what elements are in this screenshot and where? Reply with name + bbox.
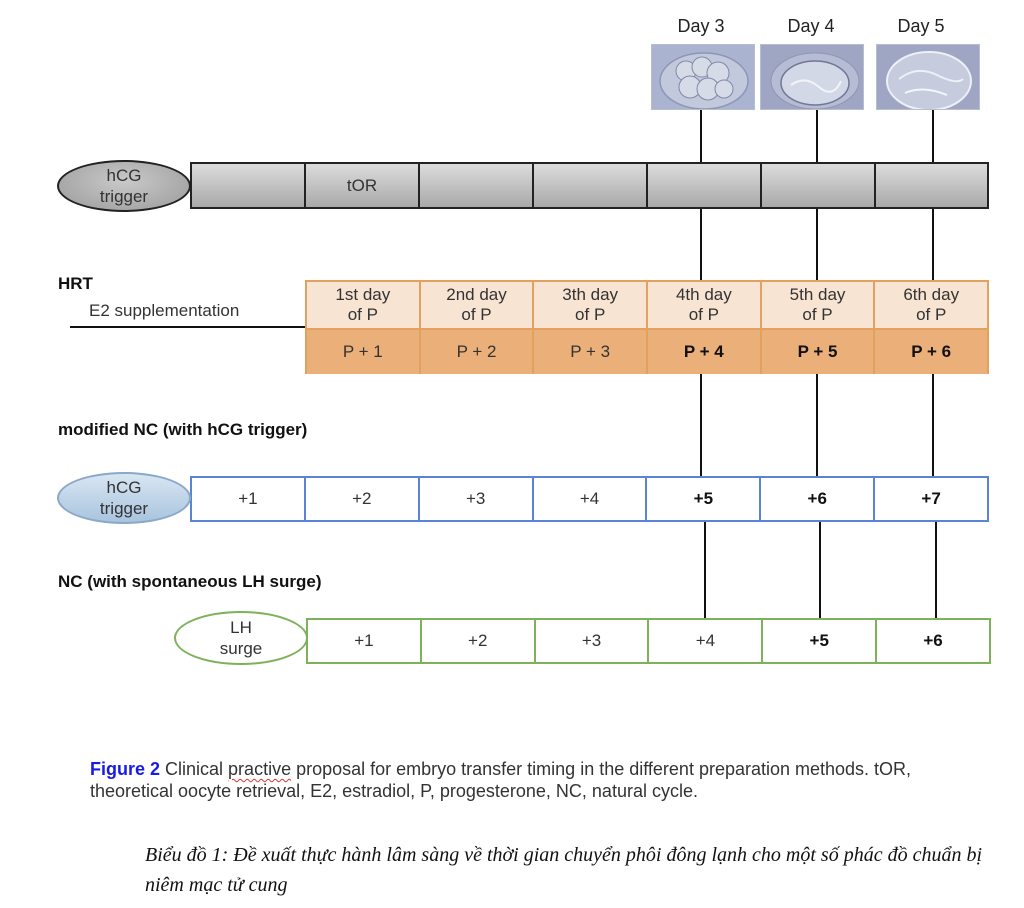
modified-nc-title: modified NC (with hCG trigger) bbox=[58, 420, 308, 439]
embryo-day4-image bbox=[760, 44, 864, 110]
gray-cell bbox=[876, 164, 987, 207]
mnc-cell: +7 bbox=[921, 489, 941, 508]
nc-row: +1 +2 +3 +4 +5 +6 bbox=[306, 618, 991, 664]
day-3-label: Day 3 bbox=[677, 16, 725, 36]
embryo-day3-image bbox=[651, 44, 755, 110]
hrt-p-row: P + 1 P + 2 P + 3 P + 4 P + 5 P + 6 bbox=[307, 330, 987, 374]
nc-cell: +1 bbox=[308, 620, 422, 662]
nc-cell: +5 bbox=[763, 620, 878, 662]
day-4-label: Day 4 bbox=[787, 16, 835, 36]
ellipse-text-line1: LH bbox=[230, 618, 252, 637]
ellipse-text-line2: surge bbox=[219, 639, 263, 658]
hrt-p-cell: P + 2 bbox=[421, 330, 535, 374]
stimulated-cycle-bar: tOR bbox=[190, 162, 989, 209]
hrt-p-cell: P + 3 bbox=[534, 330, 649, 374]
mnc-cell: +1 bbox=[192, 478, 306, 520]
embryo-day5-image bbox=[876, 44, 980, 110]
p5-to-mnc-line bbox=[816, 373, 818, 476]
hrt-p-cell: P + 6 bbox=[911, 342, 952, 361]
mnc-cell: +4 bbox=[534, 478, 648, 520]
hcg-trigger-ellipse-blue: hCG trigger bbox=[57, 472, 191, 524]
figure-label: Figure 2 bbox=[90, 759, 161, 779]
mnc-cell: +2 bbox=[306, 478, 420, 520]
nc-cell: +3 bbox=[536, 620, 650, 662]
hrt-p-cell: P + 1 bbox=[307, 330, 421, 374]
gray-cell bbox=[192, 164, 306, 207]
gray-cell bbox=[420, 164, 534, 207]
mnc-to-nc-line-3 bbox=[935, 521, 937, 618]
mnc-cell: +5 bbox=[647, 478, 762, 520]
nc-title: NC (with spontaneous LH surge) bbox=[58, 572, 322, 591]
mnc-cell: +6 bbox=[761, 478, 876, 520]
hrt-p-cell: P + 4 bbox=[648, 330, 762, 374]
e2-supplementation-label: E2 supplementation bbox=[89, 301, 240, 320]
hrt-title: HRT bbox=[58, 274, 93, 293]
gray-cell bbox=[648, 164, 762, 207]
mnc-to-nc-line-2 bbox=[819, 521, 821, 618]
hrt-p-cell: P + 5 bbox=[762, 330, 876, 374]
lh-surge-ellipse: LH surge bbox=[174, 611, 308, 665]
p4-to-mnc-line bbox=[700, 373, 702, 476]
day-5-label: Day 5 bbox=[897, 16, 945, 36]
ellipse-text-line1: hCG bbox=[106, 478, 142, 497]
gray-cell bbox=[762, 164, 876, 207]
caption-text-after: proposal for embryo transfer timing in t… bbox=[90, 759, 912, 801]
ellipse-text-line1: hCG bbox=[106, 166, 142, 185]
nc-cell: +4 bbox=[649, 620, 764, 662]
gray-cell bbox=[534, 164, 648, 207]
p6-to-mnc-line bbox=[932, 373, 934, 476]
caption-text-before: Clinical bbox=[160, 759, 229, 779]
misspelled-word: practive bbox=[228, 759, 292, 779]
hcg-trigger-ellipse-gray: hCG trigger bbox=[57, 160, 191, 212]
modified-nc-row: +1 +2 +3 +4 +5 +6 +7 bbox=[190, 476, 989, 522]
figure-caption: Figure 2 Clinical practive proposal for … bbox=[90, 758, 970, 802]
vietnamese-caption: Biểu đồ 1: Đề xuất thực hành lâm sàng về… bbox=[145, 844, 983, 896]
nc-cell: +2 bbox=[422, 620, 536, 662]
ellipse-text-line2: trigger bbox=[99, 499, 149, 518]
nc-cell: +6 bbox=[923, 631, 943, 650]
mnc-to-nc-line-1 bbox=[704, 521, 706, 618]
e2-supplementation-line bbox=[70, 326, 306, 328]
mnc-cell: +3 bbox=[420, 478, 534, 520]
ellipse-text-line2: trigger bbox=[99, 187, 149, 206]
tor-cell: tOR bbox=[306, 164, 420, 207]
